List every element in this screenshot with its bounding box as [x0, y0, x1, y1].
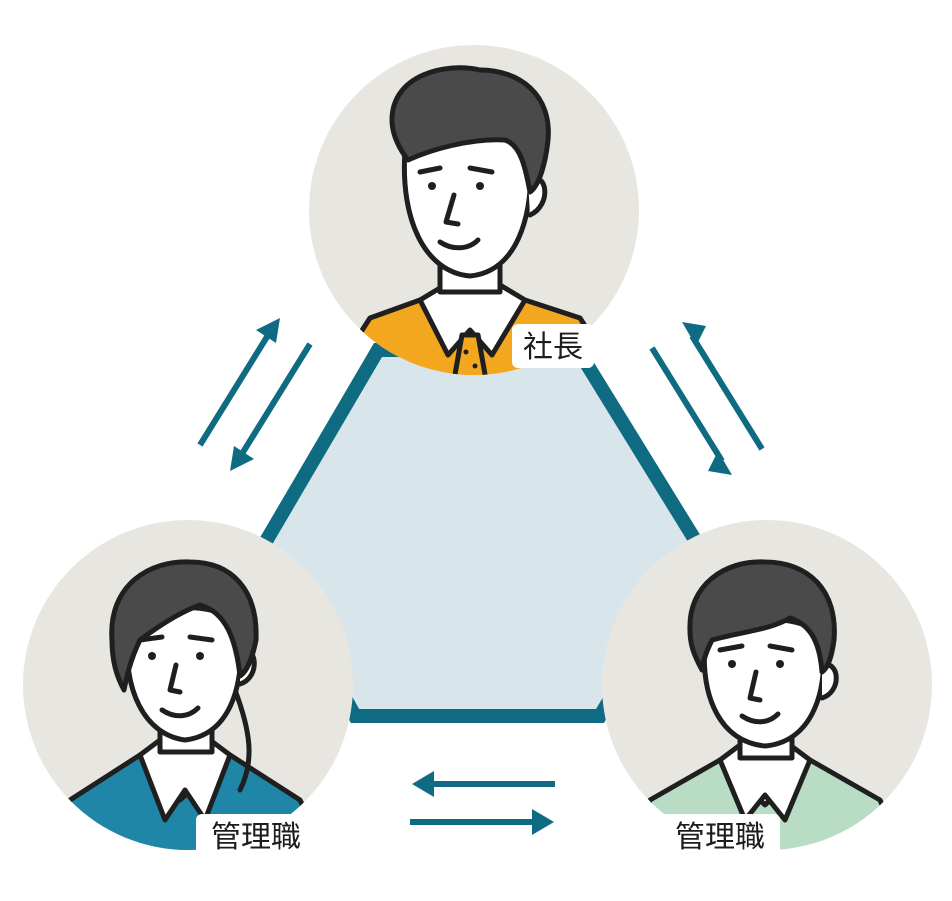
left-manager-label-bg — [196, 814, 316, 858]
left-edge-arrows — [197, 318, 313, 471]
president-label: 社長 — [523, 330, 583, 365]
left-manager-label: 管理職 — [211, 820, 301, 855]
left-manager-node: 管理職 — [23, 520, 353, 858]
right-edge-arrows — [649, 322, 765, 475]
right-manager-node: 管理職 — [602, 520, 932, 858]
president-label-bg — [512, 324, 594, 368]
bottom-edge-arrows — [410, 771, 555, 835]
right-manager-label: 管理職 — [675, 820, 765, 855]
right-manager-label-bg — [660, 814, 780, 858]
president-node: 社長 — [309, 45, 639, 375]
